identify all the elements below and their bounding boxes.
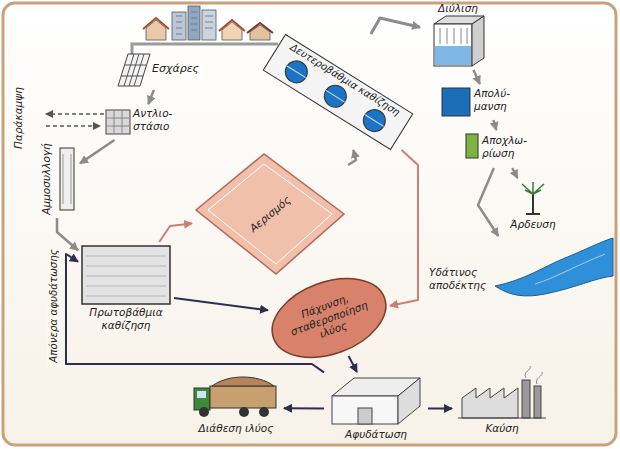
node-label: Αμμοσυλλογή xyxy=(40,143,53,214)
flow-connector xyxy=(159,223,192,242)
sludge-truck: Διάθεση ιλύος xyxy=(188,372,284,444)
primary-settling-tank: Πρωτοβάθμια καθίζηση xyxy=(78,242,174,342)
sludge-thickening-ellipse: Πάχυνση, σταθεροποίηση ιλύος xyxy=(268,280,390,356)
flow-connector xyxy=(371,18,420,34)
node-label: Αφυδάτωση xyxy=(324,428,428,441)
dechlorination-unit: Αποχλω- ρίωση xyxy=(462,130,542,168)
flow-connector xyxy=(474,70,480,84)
node-label: Πρωτοβάθμια καθίζηση xyxy=(78,306,174,331)
filtration-tank: Διύλιση xyxy=(420,2,496,70)
node-label: Άρδευση xyxy=(498,218,568,231)
node-label: Υδάτινος αποδέκτης xyxy=(429,266,515,291)
node-label: Διύλιση xyxy=(420,2,496,15)
dewatering-building: Αφυδάτωση xyxy=(324,372,428,446)
node-label: Απολύ- μανση xyxy=(474,87,532,112)
sewer-pipe xyxy=(132,44,278,54)
flow-connector xyxy=(478,168,498,236)
node-art xyxy=(262,34,414,150)
pump-station: Αντλιο- στάσιο xyxy=(100,104,182,140)
grit-chamber: Αμμοσυλλογή xyxy=(34,140,80,218)
city-illustration xyxy=(143,6,273,40)
node-label: Καύση xyxy=(452,422,552,435)
node-label: Διάθεση ιλύος xyxy=(188,422,284,435)
edge-label: Απόνερα αφυδάτωσης xyxy=(47,247,59,364)
flow-connector xyxy=(348,150,356,165)
aeration-tank: Αερισμός xyxy=(192,150,348,278)
node-label: Αντλιο- στάσιο xyxy=(133,107,181,132)
incineration-plant: Καύση xyxy=(452,372,552,444)
node-label: Αποχλω- ρίωση xyxy=(482,134,540,159)
flow-connector xyxy=(390,150,418,306)
flow-connector xyxy=(493,120,496,130)
flow-connector xyxy=(148,90,154,104)
bypass-label: Παράκαμψη xyxy=(12,87,25,149)
flow-connector xyxy=(512,168,517,178)
flow-connector xyxy=(57,218,78,250)
irrigation-sprinkler: Άρδευση xyxy=(498,178,568,236)
secondary-settling: Δευτεροβάθμια καθίζηση xyxy=(262,34,414,150)
flow-connector xyxy=(174,298,268,310)
bypass-arrows xyxy=(46,114,104,126)
receiving-water: Υδάτινος αποδέκτης xyxy=(425,236,615,302)
frame xyxy=(3,3,616,445)
flow-connector xyxy=(80,140,115,163)
flow-connector xyxy=(349,356,357,372)
flow-connector xyxy=(428,407,452,409)
node-label: Εσχάρες xyxy=(152,62,210,75)
flow-connector xyxy=(284,407,324,409)
screen-icon: Εσχάρες xyxy=(112,50,212,90)
disinfection-unit: Απολύ- μανση xyxy=(440,84,536,120)
